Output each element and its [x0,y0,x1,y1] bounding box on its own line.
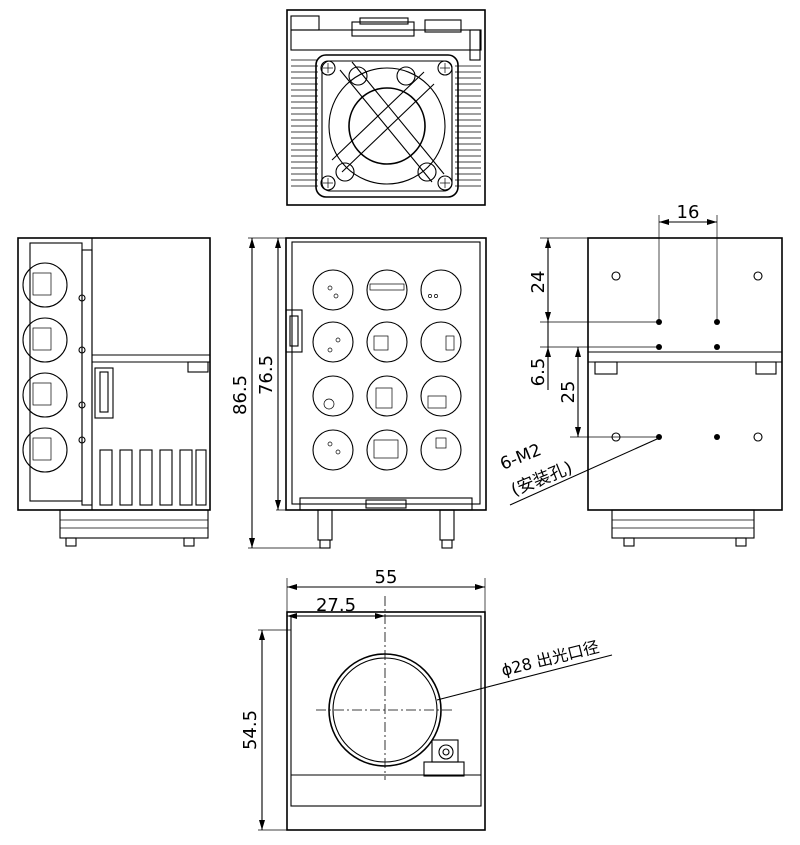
left-side-view [17,237,211,547]
right-side-mount-holes [611,271,763,442]
dim-half-width: 27.5 [316,595,356,616]
left-side-fins [99,449,207,506]
dim-hole-gap: 6.5 [528,358,549,387]
dim-height-total: 86.5 [230,375,251,415]
top-view [286,9,486,206]
dim-width: 55 [375,567,398,588]
left-side-ports [22,262,86,473]
dim-hole-spacing: 16 [677,202,700,223]
dim-hole-lower-offset: 25 [558,381,579,404]
front-view-ports [312,269,462,471]
bottom-view: 55 27.5 54.5 ϕ28 出光口径 [240,567,613,831]
aperture-label: ϕ28 出光口径 [499,637,601,680]
right-side-view: 16 24 6.5 25 6-M2 (安装孔) [497,202,783,547]
top-view-screws [320,60,453,191]
dim-height-body: 76.5 [256,355,277,395]
dim-hole-top-offset: 24 [528,271,549,294]
dim-depth: 54.5 [240,710,261,750]
front-view: 86.5 76.5 [230,237,487,549]
top-view-fins-left [291,59,318,187]
top-view-fins-right [455,65,481,187]
